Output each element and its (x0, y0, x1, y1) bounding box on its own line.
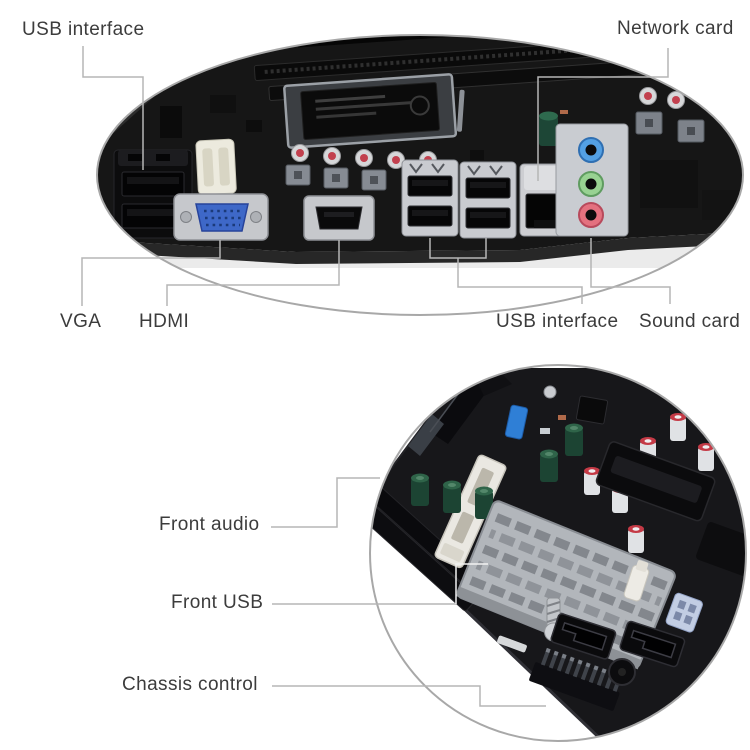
callout-lines (81, 46, 671, 707)
callout-hdmi (166, 240, 340, 306)
callout-network-card (537, 48, 669, 181)
ide-connector (595, 441, 716, 522)
capacitor-green (539, 111, 558, 146)
circle-frame (369, 364, 747, 742)
label-usb-interface-bottom: USB interface (496, 311, 619, 332)
callout-front-usb-tip (455, 563, 488, 604)
usb-ports-black (113, 149, 193, 239)
label-vga: VGA (60, 311, 102, 332)
hdmi-port (303, 195, 375, 241)
callout-vga (81, 240, 221, 306)
vga-port (173, 193, 269, 241)
cpu-socket (283, 73, 465, 149)
label-sound-card: Sound card (639, 311, 741, 332)
callout-lines-light (455, 563, 488, 604)
board-closeup-photo (370, 365, 746, 741)
rear-io-photo (97, 35, 743, 315)
latch-clip (623, 560, 650, 602)
screw (543, 385, 557, 399)
label-hdmi: HDMI (139, 311, 190, 332)
ellipse-frame (96, 34, 744, 316)
callout-chassis (272, 685, 546, 707)
label-chassis-control: Chassis control (122, 674, 258, 695)
sata-ports (550, 613, 686, 668)
callout-sound-card (590, 238, 671, 304)
audio-jacks (555, 123, 629, 237)
power-connector-white (195, 138, 237, 196)
chip (575, 395, 609, 425)
usb-ports-silver-2 (459, 161, 517, 239)
chokes (285, 111, 705, 191)
connector-lightblue (665, 592, 703, 633)
usb-ports-silver-1 (401, 159, 459, 237)
callout-usb-rear (82, 46, 144, 170)
label-network-card: Network card (617, 18, 734, 39)
callout-usb-bottom (457, 258, 583, 304)
callout-front-audio (271, 477, 380, 528)
label-usb-interface-rear: USB interface (22, 19, 145, 40)
label-front-usb: Front USB (171, 592, 264, 613)
capacitors-green (411, 423, 583, 519)
jumper-blue (504, 404, 529, 440)
label-front-audio: Front audio (159, 514, 260, 535)
